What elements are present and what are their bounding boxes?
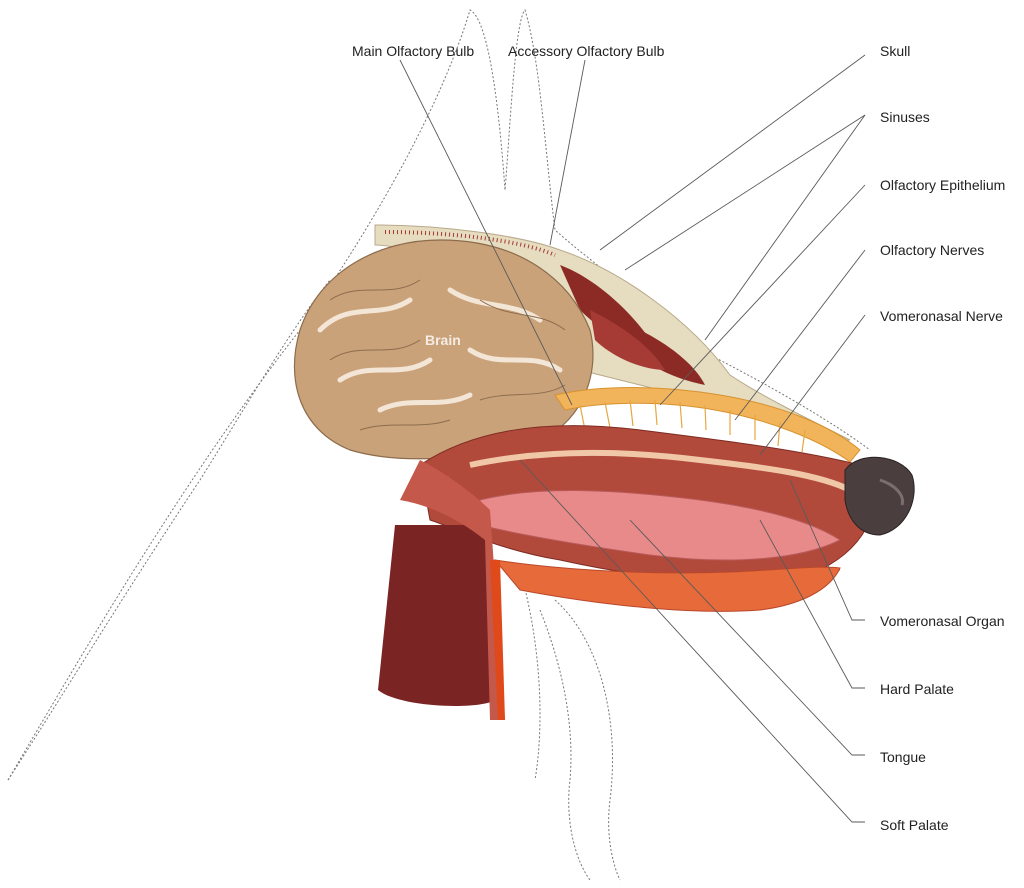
- leader-accessory-olfactory-bulb: [549, 59, 586, 246]
- label-vomeronasal-nerve: Vomeronasal Nerve: [880, 308, 1003, 324]
- label-skull: Skull: [880, 43, 910, 59]
- neck: [378, 460, 505, 720]
- leader-lines: [399, 54, 866, 823]
- nose: [844, 456, 915, 536]
- leader-hard-palate: [759, 519, 865, 689]
- label-hard-palate: Hard Palate: [880, 681, 954, 697]
- leader-tongue: [629, 519, 865, 756]
- sinuses: [560, 265, 705, 385]
- leader-main-olfactory-bulb: [399, 59, 573, 406]
- leader-soft-palate: [519, 459, 865, 823]
- label-main-olfactory-bulb: Main Olfactory Bulb: [352, 43, 474, 59]
- leader-skull: [599, 54, 866, 251]
- leader-sinuses-1: [624, 114, 866, 271]
- label-vomeronasal-organ: Vomeronasal Organ: [880, 613, 1005, 629]
- olfactory-epithelium: [554, 387, 861, 463]
- label-soft-palate: Soft Palate: [880, 817, 949, 833]
- brain: Brain: [293, 239, 594, 460]
- leader-sinuses-2: [704, 114, 866, 341]
- lower-jaw: [493, 559, 841, 612]
- label-sinuses: Sinuses: [880, 109, 930, 125]
- brain-label: Brain: [425, 332, 461, 348]
- head-outline: [7, 9, 871, 881]
- label-olfactory-nerves: Olfactory Nerves: [880, 242, 984, 258]
- leader-olfactory-epithelium: [659, 184, 866, 406]
- leader-vomeronasal-nerve: [759, 314, 866, 456]
- label-accessory-olfactory-bulb: Accessory Olfactory Bulb: [508, 43, 665, 59]
- labels: Main Olfactory Bulb Accessory Olfactory …: [352, 43, 1005, 833]
- leader-olfactory-nerves: [734, 249, 866, 421]
- label-tongue: Tongue: [880, 749, 926, 765]
- tongue: [479, 490, 841, 561]
- leader-vomeronasal-organ: [789, 479, 865, 621]
- label-olfactory-epithelium: Olfactory Epithelium: [880, 177, 1005, 193]
